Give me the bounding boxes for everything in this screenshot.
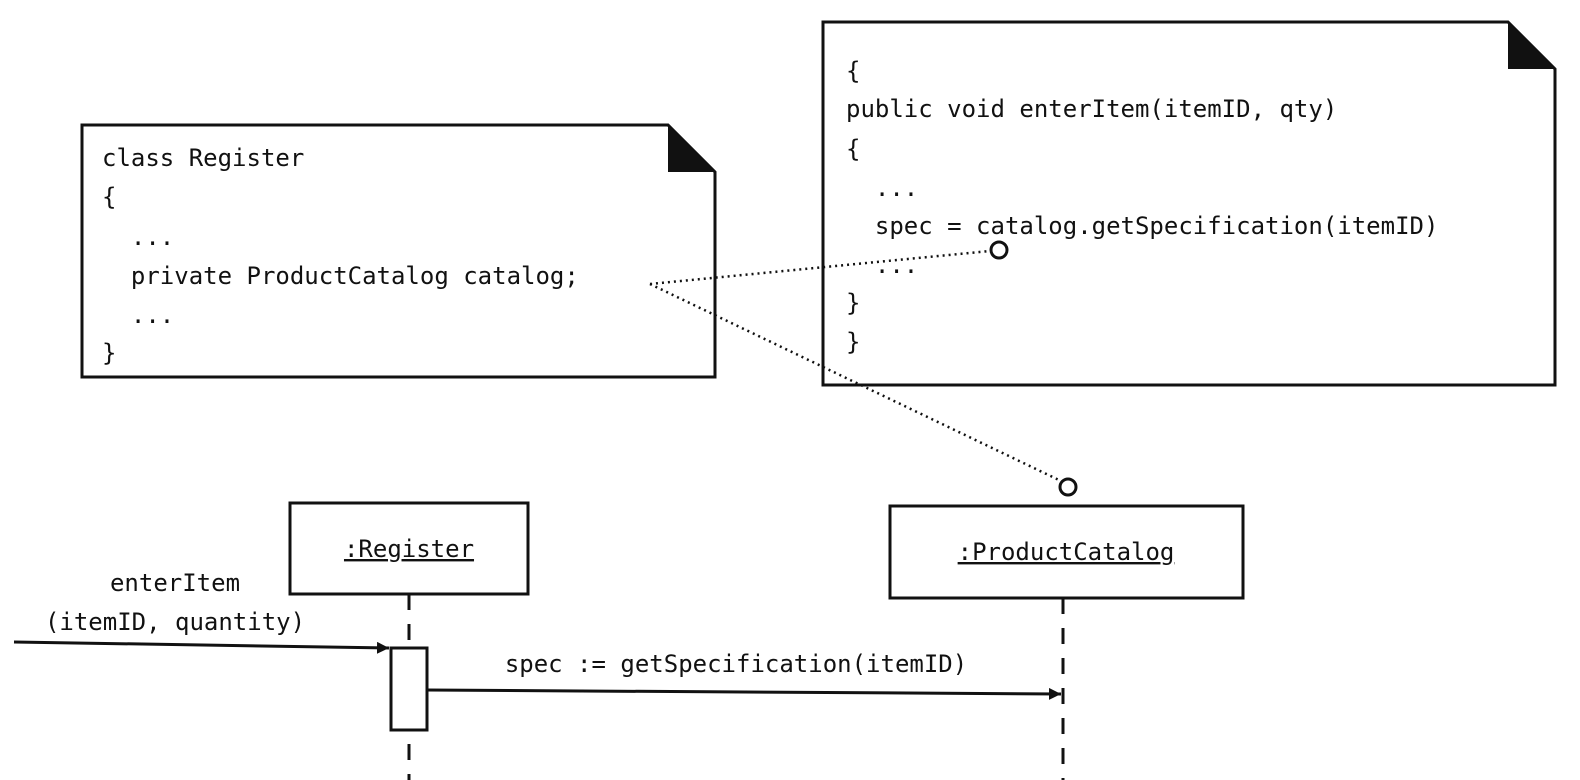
- message-enter-item-label-2: (itemID, quantity): [45, 608, 305, 636]
- register-activation-bar: [389, 646, 429, 732]
- note-method-line-3: {: [846, 135, 860, 163]
- message-enter-item-arrow: [13, 640, 390, 654]
- lifeline-register-label: :Register: [344, 535, 474, 563]
- lifeline-product-catalog-head: [888, 504, 1245, 600]
- note-register-line-3: ...: [102, 223, 174, 251]
- note-register-frame: [80, 123, 717, 379]
- message-enter-item: enterItem (itemID, quantity): [13, 569, 390, 654]
- note-method-frame: [821, 20, 1557, 387]
- lifeline-product-catalog: :ProductCatalog: [888, 504, 1245, 780]
- note-anchors: [649, 240, 1078, 497]
- note-register-line-5: ...: [102, 301, 174, 329]
- message-get-specification-label: spec := getSpecification(itemID): [505, 650, 967, 678]
- note-enter-item-method: { public void enterItem(itemID, qty) { .…: [821, 20, 1557, 387]
- note-register-line-2: {: [102, 183, 116, 211]
- message-get-specification: spec := getSpecification(itemID): [426, 650, 1062, 700]
- note-register-class: class Register { ... private ProductCata…: [80, 123, 717, 379]
- note-method-line-4: ...: [846, 174, 918, 202]
- note-register-dogear: [668, 125, 715, 172]
- note-method-line-5: spec = catalog.getSpecification(itemID): [846, 212, 1438, 240]
- message-enter-item-label-1: enterItem: [110, 569, 240, 597]
- lifeline-product-catalog-label: :ProductCatalog: [958, 538, 1175, 566]
- note-method-line-7: }: [846, 289, 860, 317]
- message-get-specification-arrow: [426, 687, 1062, 700]
- note-register-line-6: }: [102, 339, 116, 367]
- anchor-circle-spec-call: [989, 240, 1009, 260]
- note-method-line-6: ...: [846, 251, 918, 279]
- note-register-line-1: class Register: [102, 144, 304, 172]
- anchor-circle-product-catalog: [1058, 477, 1078, 497]
- note-method-line-2: public void enterItem(itemID, qty): [846, 95, 1337, 123]
- note-register-line-4: private ProductCatalog catalog;: [102, 262, 579, 290]
- note-method-line-8: }: [846, 328, 860, 356]
- anchor-to-product-catalog: [649, 282, 1062, 483]
- lifeline-register: :Register: [288, 501, 530, 780]
- note-method-dogear: [1508, 22, 1555, 69]
- lifeline-register-head: [288, 501, 530, 596]
- note-method-line-1: {: [846, 57, 860, 85]
